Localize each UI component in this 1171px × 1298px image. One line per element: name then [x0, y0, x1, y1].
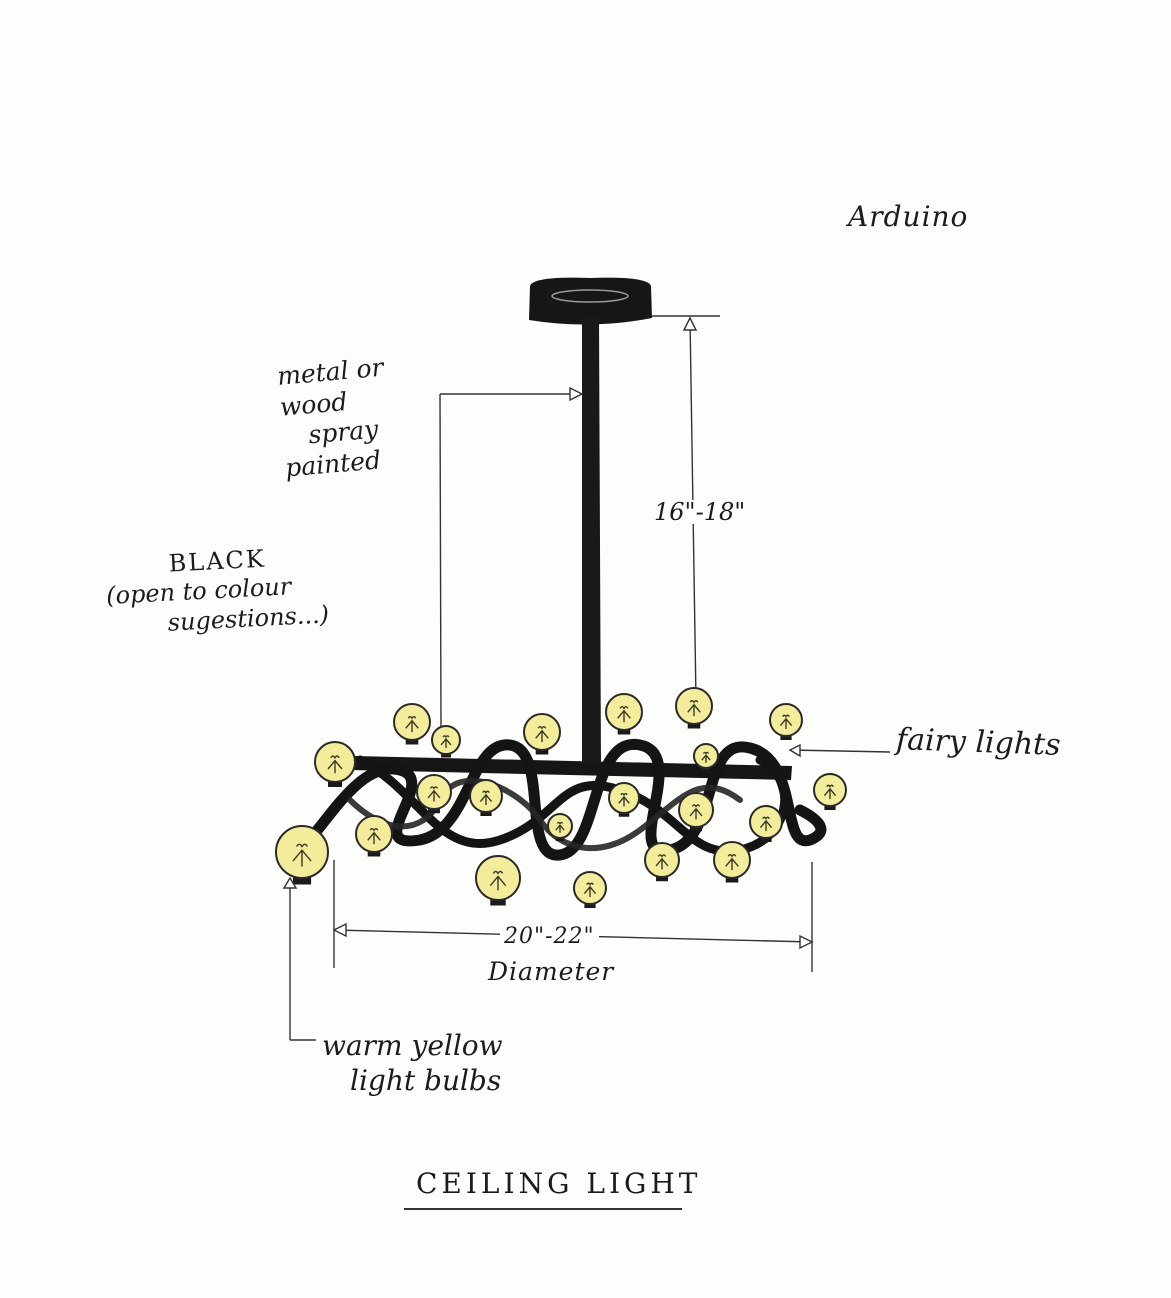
bulb: [693, 743, 719, 771]
bulb: [416, 774, 452, 814]
bulb-line-2: light bulbs: [350, 1064, 502, 1097]
bulb: [475, 855, 521, 906]
colour-note: BLACK (open to colour sugestions...): [104, 541, 330, 640]
material-leader: [439, 386, 584, 729]
drop-rod: [582, 318, 601, 770]
bulb: [813, 773, 847, 810]
height-label: 16"-18": [650, 500, 750, 524]
bulb: [469, 779, 503, 816]
bulb: [573, 871, 607, 908]
diameter-label: Diameter: [488, 957, 615, 986]
bulb: [523, 713, 561, 755]
title-underline: [404, 1208, 682, 1210]
bulb: [547, 813, 573, 841]
bulb: [393, 703, 431, 745]
bulb-note: warm yellow light bulbs: [322, 1028, 503, 1098]
bulb: [605, 693, 643, 735]
bulb: [678, 792, 714, 832]
bulb: [713, 841, 751, 883]
fairy-leader: [788, 743, 891, 758]
width-label: 20"-22": [500, 926, 599, 948]
drawing-title: CEILING LIGHT: [416, 1167, 702, 1200]
bulb: [749, 805, 783, 842]
fairy-lights-label: fairy lights: [895, 722, 1062, 763]
bulb: [675, 687, 713, 729]
coiled-wire: [294, 739, 827, 861]
bulb: [644, 842, 680, 882]
bulb: [431, 725, 461, 758]
bulb-leader: [282, 876, 316, 1041]
bulb: [355, 815, 393, 857]
bulb: [608, 782, 640, 817]
bulb: [314, 741, 356, 787]
bulb-line-1: warm yellow: [322, 1029, 503, 1062]
bulb-group: [275, 687, 847, 908]
material-note: metal or wood spray painted: [276, 353, 393, 484]
controller-note: Arduino: [848, 200, 969, 233]
bulb: [275, 825, 329, 885]
bulb: [769, 703, 803, 740]
cross-bar: [351, 756, 792, 780]
ceiling-canopy: [529, 277, 652, 325]
